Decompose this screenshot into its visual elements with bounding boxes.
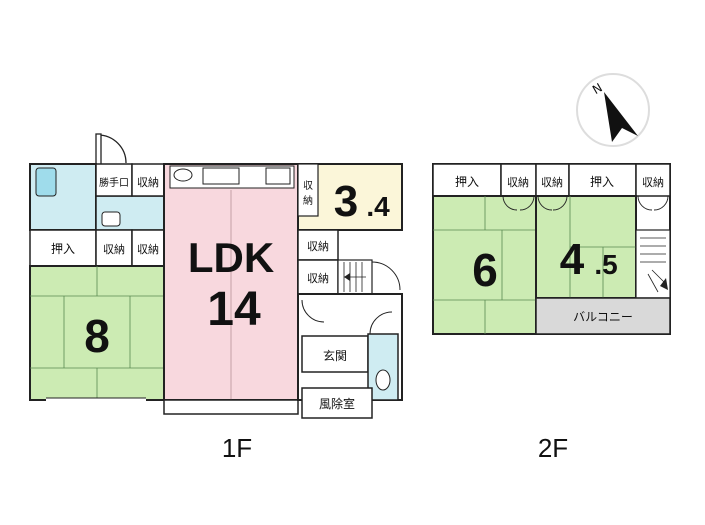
back-door-label: 勝手口 [99, 176, 129, 189]
back-door-swing [97, 134, 127, 165]
closet-door-swings [502, 195, 669, 211]
room-45-size-int: 4 [560, 235, 585, 284]
entrance [301, 335, 369, 373]
entrance-label: 玄関 [323, 348, 347, 363]
north-arrow-icon [604, 92, 638, 142]
floor-1: 勝手口 収納 押入 収納 収納 8 LDK 14 [29, 133, 403, 463]
tatami-grid-6 [433, 196, 536, 334]
ldk-label: LDK [188, 234, 274, 281]
storage-a-label: 収納 [103, 243, 125, 256]
storage-b-label: 収納 [137, 243, 159, 256]
storage-c [297, 229, 339, 261]
storage-top [131, 163, 165, 197]
storage-2b-label: 収納 [541, 176, 563, 189]
bathtub-icon [35, 167, 57, 197]
ldk-size: 14 [207, 283, 261, 336]
room-6-size: 6 [472, 244, 498, 296]
closet-2b-label: 押入 [590, 175, 614, 189]
compass: N [576, 73, 650, 147]
stove-icon [265, 167, 291, 185]
back-door-leaf [95, 133, 102, 166]
washbasin-icon [101, 211, 121, 227]
floor-2: 押入 収納 収納 押入 収納 6 4 .5 [432, 163, 671, 463]
closet-label: 押入 [51, 242, 75, 256]
toilet-icon [375, 369, 391, 391]
closet-2a-label: 押入 [455, 175, 479, 189]
door-swing-ldk [301, 299, 325, 323]
room-34-size-int: 3 [334, 177, 358, 226]
storage-2a-label: 収納 [507, 176, 529, 189]
door-swing-hall [371, 261, 401, 291]
storage-2c [635, 163, 671, 197]
back-door-room [95, 163, 133, 197]
storage-top-label: 収納 [137, 176, 159, 189]
closet-2b [568, 163, 637, 197]
balcony [535, 297, 671, 335]
storage-34-label-bottom: 納 [303, 194, 313, 207]
stair-arrow-icon [344, 273, 350, 281]
windbreak-room [301, 387, 373, 419]
windbreak-room-label: 風除室 [319, 396, 355, 411]
room-8-size: 8 [84, 310, 110, 362]
balcony-label: バルコニー [573, 310, 633, 324]
tatami-grid-45 [569, 196, 636, 298]
tatami-grid [30, 266, 164, 400]
storage-34 [297, 163, 319, 217]
storage-d-label: 収納 [307, 272, 329, 285]
floor-2-label: 2F [538, 433, 568, 463]
storage-2c-label: 収納 [642, 176, 664, 189]
room-45-size-dec: .5 [594, 249, 617, 280]
floor-1-label: 1F [222, 433, 252, 463]
double-sink-icon [202, 167, 240, 185]
ldk-window-bay [163, 399, 299, 415]
room-34-size-dec: .4 [366, 191, 390, 222]
storage-a [95, 229, 133, 267]
storage-2b [535, 163, 570, 197]
tatami-room-6 [432, 195, 537, 335]
sink-icon [173, 168, 193, 182]
door-swing-toilet [369, 311, 393, 335]
closet [29, 229, 97, 267]
storage-34-label-top: 収 [303, 180, 313, 192]
stair-arrow-2f-icon [660, 278, 668, 290]
storage-c-label: 収納 [307, 240, 329, 253]
